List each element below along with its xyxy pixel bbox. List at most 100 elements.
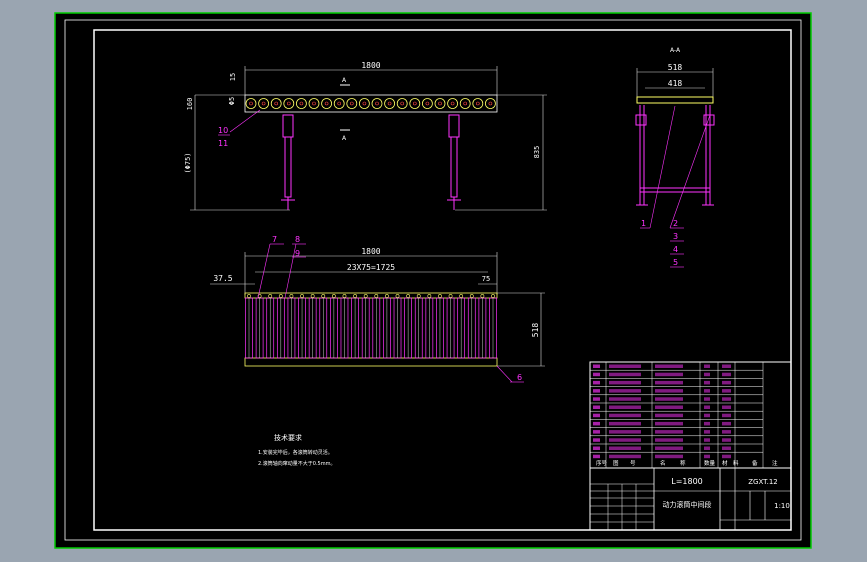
bom-cell-name (655, 405, 683, 409)
front-roller (447, 98, 459, 109)
bom-cell-index (593, 446, 600, 450)
bom-header-cell: 图 (613, 459, 619, 467)
bom-cell-material (722, 438, 731, 442)
bom-cell-name (655, 380, 683, 385)
top-roller-bearing (321, 294, 326, 298)
front-roller-dim: Φ5 (228, 97, 236, 105)
front-roller (421, 98, 433, 109)
sheet-border-outer (64, 19, 802, 541)
bom-cell-material (722, 413, 731, 418)
bom-cell-index (593, 413, 600, 418)
front-roller-shaft (412, 101, 417, 106)
front-roller-shaft (400, 101, 405, 106)
front-roller-shaft (299, 101, 304, 106)
bom-cell-material (722, 421, 731, 426)
bom-cell-code (609, 389, 641, 393)
bom-cell-qty (704, 380, 710, 385)
front-roller (245, 98, 257, 109)
top-roller-bearing (395, 294, 400, 298)
bom-cell-qty (704, 397, 710, 401)
top-roller-bearing (257, 294, 262, 298)
notes-line-2: 2.滚筒轴向窜动量不大于0.5mm。 (258, 460, 335, 467)
front-roller (283, 98, 295, 109)
bom-cell-name (655, 397, 683, 401)
top-balloon-9: 9 (295, 249, 300, 258)
bom-cell-code (609, 430, 641, 434)
top-roller-bearing (374, 294, 379, 298)
bom-cell-qty (704, 454, 710, 459)
front-roller-shaft (463, 101, 468, 106)
bom-cell-name (655, 421, 683, 426)
bom-cell-qty (704, 413, 710, 418)
section-legs (635, 105, 715, 206)
bom-cell-code (609, 446, 641, 450)
front-frame-beam (244, 94, 498, 113)
front-roller (333, 98, 345, 109)
top-length-dim: 1800 (361, 247, 380, 256)
bom-cell-qty (704, 405, 710, 409)
top-roller-bearing (289, 294, 294, 298)
bom-header-cell: 数量 (704, 459, 716, 467)
bom-cell-code (609, 397, 641, 401)
technical-notes: 技术要求 1.安装完毕后，各滚筒转动灵活。 2.滚筒轴向窜动量不大于0.5mm。 (258, 433, 335, 467)
front-roller-shaft (274, 101, 279, 106)
front-roller-shaft (337, 101, 342, 106)
top-roller-bearing (342, 294, 347, 298)
front-length-dim: 1800 (361, 61, 380, 70)
top-roller-bearing (300, 294, 304, 298)
bom-cell-index (593, 438, 600, 442)
bom-cell-name (655, 372, 683, 377)
bom-cell-code (609, 380, 641, 385)
viewport-frame (54, 12, 812, 549)
top-side-rail-far (244, 357, 498, 367)
model-text: L=1800 (671, 477, 703, 486)
bom-cell-code (609, 364, 641, 368)
bom-cell-material (722, 372, 731, 377)
section-balloon-4: 4 (673, 245, 678, 254)
front-roller (270, 98, 282, 109)
bom-cell-name (655, 364, 683, 368)
front-roller-shaft (349, 101, 354, 106)
bom-header-cell: 材 (722, 459, 728, 467)
top-roller-bearing (278, 294, 283, 298)
bom-header-cell: 序号 (596, 459, 608, 467)
front-roller-shaft (438, 101, 442, 106)
front-roller-shaft (261, 101, 266, 106)
top-roller-bearing (247, 294, 251, 298)
bom-cell-material (722, 380, 731, 385)
bom-cell-index (593, 364, 600, 368)
front-overall-height-dim: 835 (533, 146, 541, 159)
bom-cell-code (609, 421, 641, 426)
bom-cell-code (609, 438, 641, 442)
bom-header-cell: 号 (630, 460, 636, 467)
bom-cell-material (722, 430, 731, 434)
front-roller-shaft (425, 101, 430, 106)
top-balloon-7: 7 (272, 235, 277, 244)
front-view: 1800 15 160 Φ5 (Φ75) 835 A A 10 (184, 61, 547, 211)
top-roller-bearing (469, 294, 474, 298)
front-balloon-10: 10 (218, 126, 228, 135)
section-outer-width-dim: 518 (668, 63, 683, 72)
front-roller (346, 98, 358, 109)
top-balloon-8: 8 (295, 235, 300, 244)
bom-cell-index (593, 405, 600, 409)
front-roller (396, 98, 408, 109)
bom-cell-material (722, 364, 731, 368)
front-leg-height-dim: (Φ75) (184, 152, 192, 173)
top-width-dim: 518 (531, 323, 540, 338)
top-roller-bearing (427, 294, 432, 298)
top-rollers (245, 294, 497, 359)
top-balloon-6: 6 (517, 373, 522, 382)
top-roller-bearing (268, 294, 273, 298)
section-balloon-1: 1 (641, 219, 646, 228)
notes-title: 技术要求 (274, 433, 302, 442)
bom-cell-name (655, 454, 683, 459)
front-rollers (245, 98, 496, 109)
front-roller-shaft (249, 101, 253, 106)
bom-cell-material (722, 454, 731, 459)
bom-cell-code (609, 413, 641, 418)
front-top-dim: 15 (229, 73, 237, 81)
front-leg-left (281, 114, 295, 210)
bom-header-cell: 备 (752, 459, 758, 467)
